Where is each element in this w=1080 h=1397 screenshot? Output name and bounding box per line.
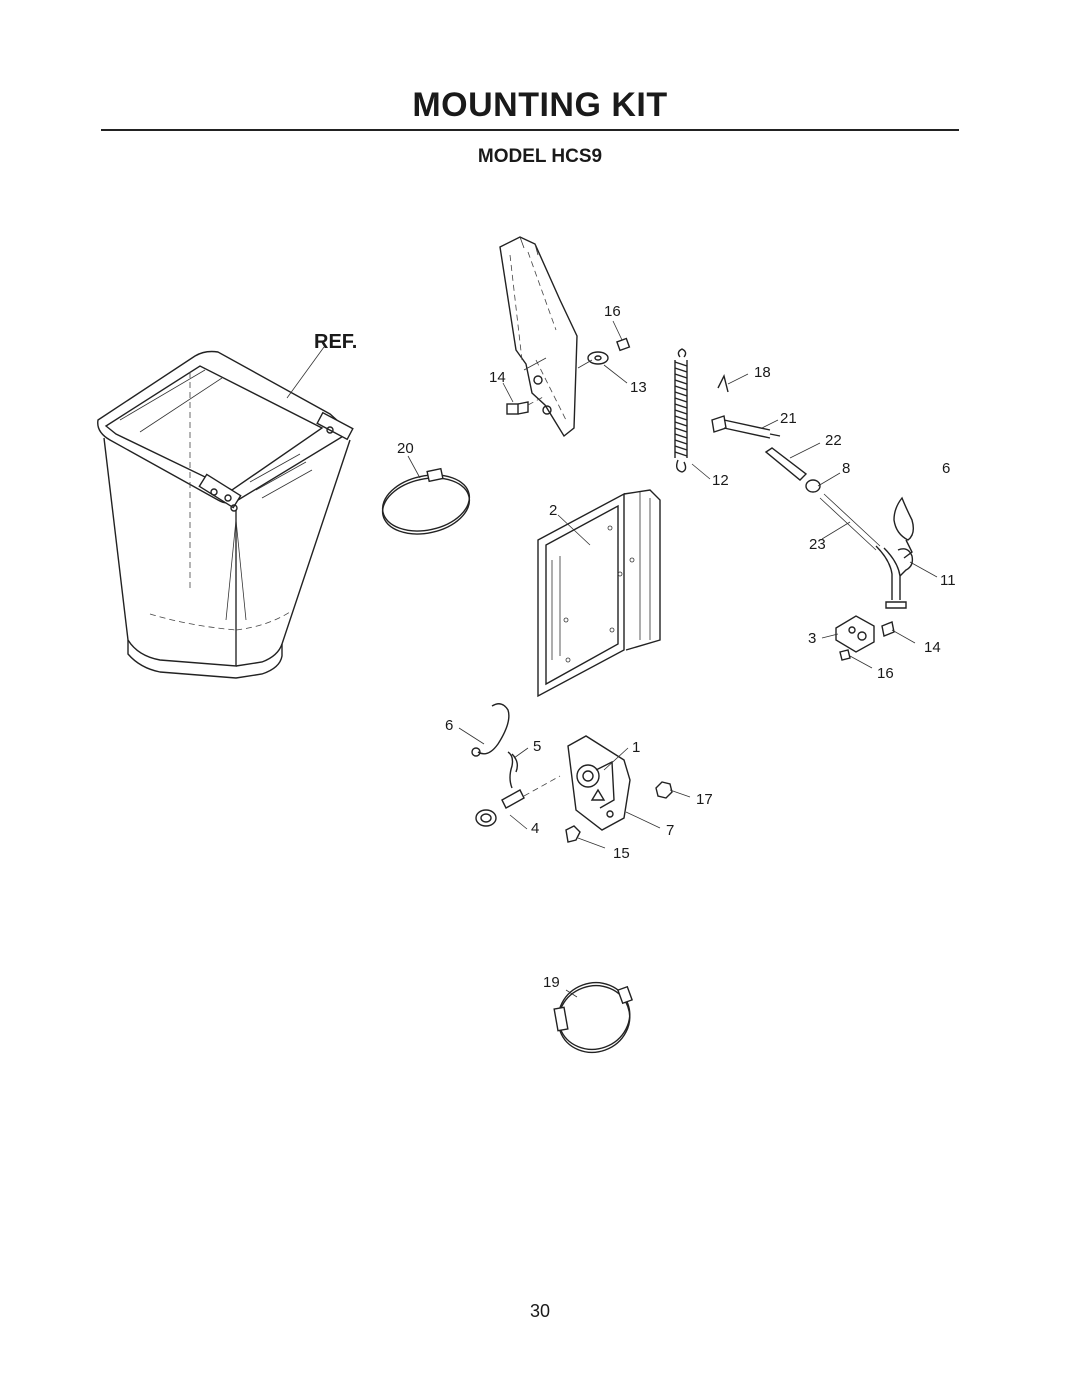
callout-leaders <box>407 320 938 998</box>
callout-19: 19 <box>543 974 560 991</box>
lanyard-6-lower <box>471 703 510 757</box>
title-divider <box>101 129 959 131</box>
callout-3: 3 <box>808 630 816 647</box>
callout-18: 18 <box>754 364 771 381</box>
page-number: 30 <box>529 1301 551 1321</box>
callout-16: 16 <box>604 303 621 320</box>
callout-20: 20 <box>397 440 414 457</box>
lift-rod-assembly <box>711 373 907 609</box>
callout-1: 1 <box>632 739 640 756</box>
ref-leader <box>286 346 325 399</box>
hitch-pin-4 <box>475 775 561 827</box>
cotter-pin-11 <box>897 548 914 577</box>
callout-23: 23 <box>809 536 826 553</box>
hair-pin-6-right <box>893 496 915 559</box>
pivot-plate-3 <box>835 615 895 661</box>
callout-6: 6 <box>445 717 453 734</box>
callout-6: 6 <box>942 460 950 477</box>
nut-17 <box>655 781 673 799</box>
callout-12: 12 <box>712 472 729 489</box>
callout-17: 17 <box>696 791 713 808</box>
callout-16: 16 <box>877 665 894 682</box>
callout-8: 8 <box>842 460 850 477</box>
callout-4: 4 <box>531 820 539 837</box>
page-title: MOUNTING KIT <box>412 86 668 124</box>
callout-7: 7 <box>666 822 674 839</box>
hitch-mount-plate-2 <box>537 489 661 698</box>
ref-label: REF. <box>314 331 358 353</box>
callout-2: 2 <box>549 502 557 519</box>
callout-labels: 16 14 13 18 21 22 20 12 8 6 2 23 11 3 14… <box>397 303 956 991</box>
bolt-14-top <box>506 395 546 415</box>
hitch-bracket-1 <box>567 735 631 831</box>
callout-21: 21 <box>780 410 797 427</box>
extension-spring <box>674 348 688 473</box>
callout-15: 15 <box>613 845 630 862</box>
callout-22: 22 <box>825 432 842 449</box>
callout-13: 13 <box>630 379 647 396</box>
bolt-15 <box>565 825 581 843</box>
nut-washer-16-top <box>577 337 631 369</box>
grass-bag-illustration <box>97 350 354 679</box>
hair-pin-5 <box>507 751 519 789</box>
mounting-bracket-plate <box>499 236 578 438</box>
callout-5: 5 <box>533 738 541 755</box>
callout-11: 11 <box>940 572 956 589</box>
hose-clamp-19 <box>553 981 633 1054</box>
model-subtitle: MODEL HCS9 <box>477 146 603 167</box>
callout-14: 14 <box>489 369 506 386</box>
hose-clamp-20 <box>381 467 471 535</box>
callout-14: 14 <box>924 639 941 656</box>
